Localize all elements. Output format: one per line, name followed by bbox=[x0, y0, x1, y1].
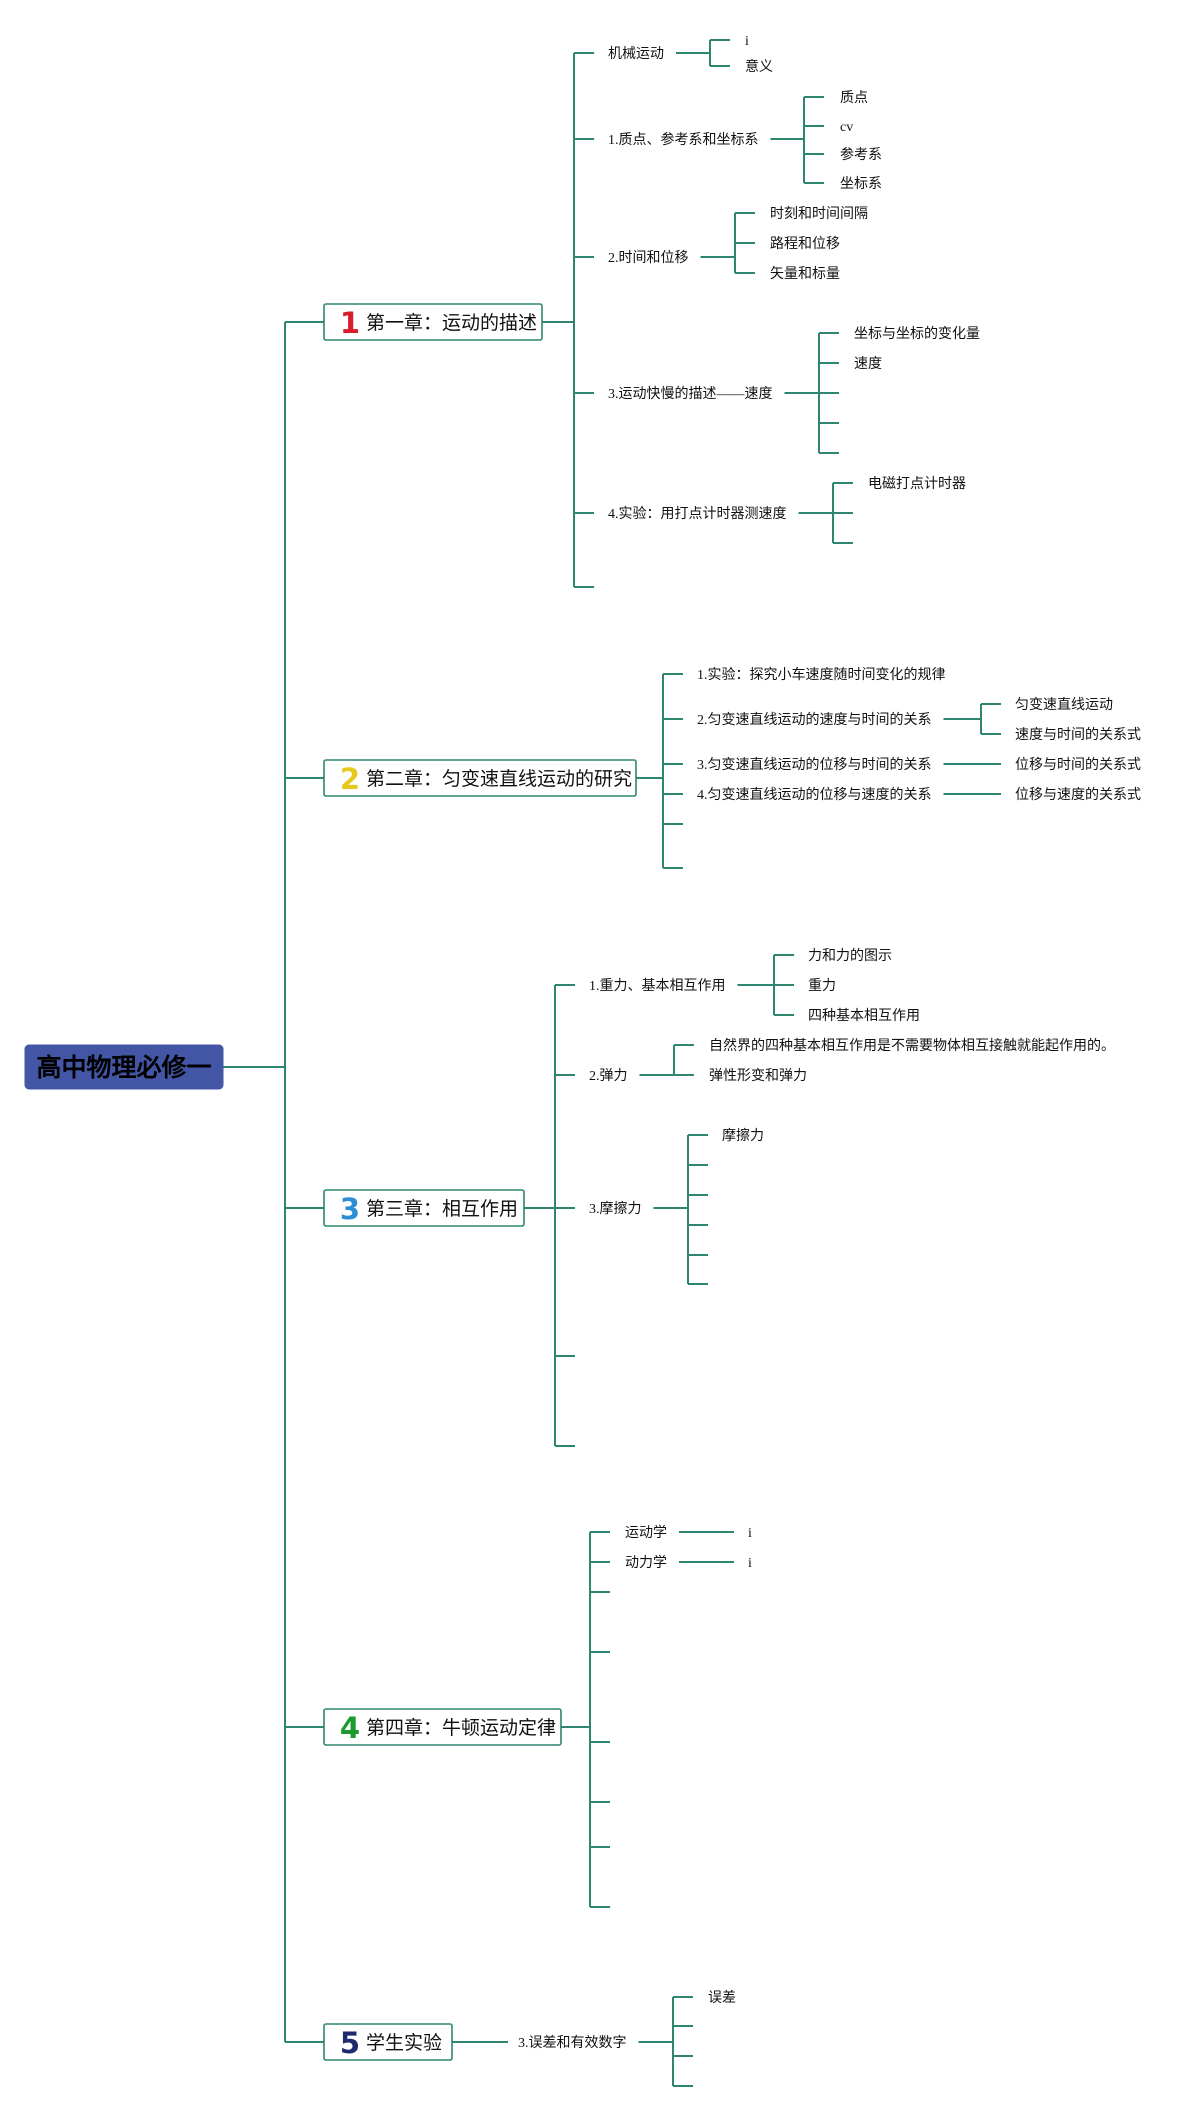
subtopic-label[interactable]: 速度与时间的关系式 bbox=[1015, 727, 1141, 743]
subtopic-label[interactable]: 弹性形变和弹力 bbox=[709, 1068, 807, 1084]
chapter-title: 学生实验 bbox=[366, 2032, 442, 2054]
chapter-number-icon: 5 bbox=[340, 2026, 360, 2060]
chapter-number-icon: 1 bbox=[340, 306, 360, 340]
topic-label[interactable]: 1.实验：探究小车速度随时间变化的规律 bbox=[697, 666, 946, 683]
subtopic-label[interactable]: i bbox=[745, 34, 749, 49]
subtopic-label[interactable]: 力和力的图示 bbox=[808, 948, 892, 964]
chapter-number-icon: 3 bbox=[340, 1192, 360, 1226]
topic-label[interactable]: 3.匀变速直线运动的位移与时间的关系 bbox=[697, 756, 932, 773]
subtopic-label[interactable]: 速度 bbox=[854, 356, 882, 372]
chapter-title: 第二章：匀变速直线运动的研究 bbox=[366, 768, 632, 790]
topic-label[interactable]: 3.摩擦力 bbox=[589, 1200, 642, 1217]
chapter-number-icon: 4 bbox=[340, 1711, 360, 1745]
root-title: 高中物理必修一 bbox=[36, 1053, 211, 1082]
chapter-node-3[interactable] bbox=[323, 1189, 525, 1227]
subtopic-label[interactable]: 矢量和标量 bbox=[770, 266, 840, 282]
root-node[interactable]: 高中物理必修一 bbox=[24, 1044, 224, 1090]
subtopic-label[interactable]: 摩擦力 bbox=[722, 1127, 764, 1144]
subtopic-label[interactable]: 路程和位移 bbox=[770, 236, 840, 252]
subtopic-label[interactable]: 电磁打点计时器 bbox=[868, 475, 966, 492]
subtopic-label[interactable]: 位移与时间的关系式 bbox=[1015, 757, 1141, 773]
subtopic-label[interactable]: i bbox=[748, 1526, 752, 1541]
subtopic-label[interactable]: 位移与速度的关系式 bbox=[1015, 787, 1141, 803]
topic-label[interactable]: 动力学 bbox=[625, 1555, 667, 1571]
topic-label[interactable]: 2.弹力 bbox=[589, 1068, 628, 1084]
subtopic-label[interactable]: 质点 bbox=[840, 90, 868, 106]
topic-label[interactable]: 2.时间和位移 bbox=[608, 250, 689, 266]
subtopic-label[interactable]: i bbox=[748, 1556, 752, 1571]
topic-label[interactable]: 运动学 bbox=[625, 1525, 667, 1541]
chapter-box bbox=[323, 303, 543, 341]
chapter-box bbox=[323, 1708, 562, 1746]
subtopic-label[interactable]: 坐标系 bbox=[840, 176, 882, 192]
chapter-box bbox=[323, 1189, 525, 1227]
subtopic-label[interactable]: 参考系 bbox=[840, 146, 882, 163]
topic-label[interactable]: 3.运动快慢的描述——速度 bbox=[608, 385, 773, 402]
chapter-title: 第一章：运动的描述 bbox=[366, 312, 537, 334]
subtopic-label[interactable]: 匀变速直线运动 bbox=[1015, 696, 1113, 713]
topic-label[interactable]: 2.匀变速直线运动的速度与时间的关系 bbox=[697, 711, 932, 728]
chapter-box bbox=[323, 2023, 453, 2061]
connector-lines bbox=[223, 39, 1001, 2087]
subtopic-label[interactable]: 自然界的四种基本相互作用是不需要物体相互接触就能起作用的。 bbox=[709, 1037, 1115, 1054]
chapter-title: 第四章：牛顿运动定律 bbox=[366, 1717, 556, 1739]
subtopic-label[interactable]: 意义 bbox=[745, 58, 773, 75]
topic-label[interactable]: 4.匀变速直线运动的位移与速度的关系 bbox=[697, 786, 932, 803]
topic-label[interactable]: 1.质点、参考系和坐标系 bbox=[608, 131, 759, 148]
subtopic-label[interactable]: 四种基本相互作用 bbox=[808, 1007, 920, 1024]
topic-label[interactable]: 3.误差和有效数字 bbox=[518, 2035, 627, 2051]
chapter-node-2[interactable] bbox=[323, 759, 637, 797]
subtopic-label[interactable]: 误差 bbox=[708, 1990, 736, 2006]
subtopic-label[interactable]: 坐标与坐标的变化量 bbox=[854, 326, 980, 342]
topic-label[interactable]: 4.实验：用打点计时器测速度 bbox=[608, 505, 787, 522]
chapter-number-icon: 2 bbox=[340, 762, 360, 796]
subtopic-label[interactable]: 重力 bbox=[808, 978, 836, 994]
chapter-node-1[interactable] bbox=[323, 303, 543, 341]
chapter-box bbox=[323, 759, 637, 797]
topic-label[interactable]: 机械运动 bbox=[608, 46, 664, 62]
chapter-title: 第三章：相互作用 bbox=[366, 1198, 518, 1220]
subtopic-label[interactable]: 时刻和时间间隔 bbox=[770, 206, 868, 222]
chapter-node-4[interactable] bbox=[323, 1708, 562, 1746]
topic-label[interactable]: 1.重力、基本相互作用 bbox=[589, 977, 726, 994]
chapter-node-5[interactable] bbox=[323, 2023, 453, 2061]
subtopic-label[interactable]: cv bbox=[840, 120, 853, 135]
